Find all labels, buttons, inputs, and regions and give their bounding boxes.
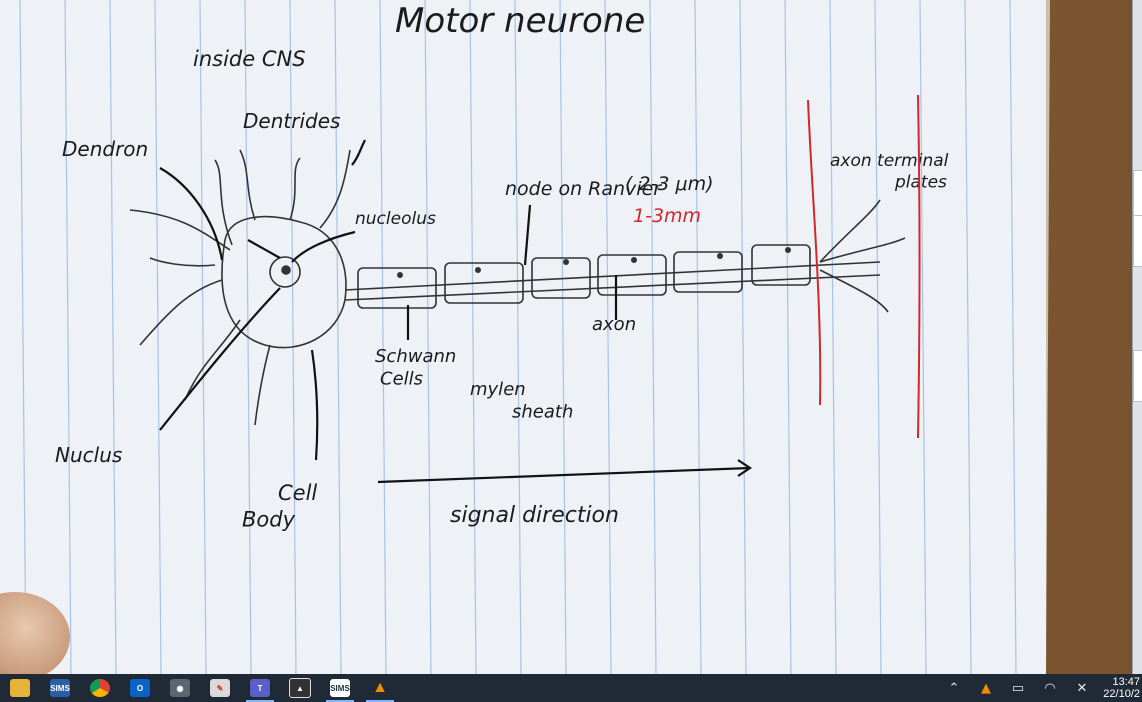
sims-icon: SIMS [50,679,70,697]
taskbar-sims-2[interactable]: SIMS [320,674,360,702]
clock[interactable]: 13:47 22/10/2 [1098,676,1142,700]
taskbar-vlc[interactable]: ▲ [360,674,400,702]
mute-icon[interactable]: ✕ [1076,680,1088,696]
vlc-icon: ▲ [372,679,388,696]
label-gap-size: ( 2-3 μm) [625,173,714,195]
chrome-icon [90,679,110,697]
label-nucleus: Nuclus [55,443,122,467]
taskbar-camera[interactable]: ◉ [160,674,200,702]
schwann-nuclei [397,247,791,278]
red-markers [807,94,921,439]
folder-icon [10,679,30,697]
background-thumb-3 [1133,350,1142,402]
taskbar-chrome[interactable] [80,674,120,702]
neuron-drawing [129,149,906,426]
taskbar: SIMS O ◉ ✎ T ▲ SIMS ▲ [0,674,1142,702]
page-title: Motor neurone [395,1,645,41]
notebook-photo: Motor neurone inside CNS Dendron Dentrid… [0,0,1136,674]
label-inside-cns: inside CNS [193,47,306,71]
label-node-of-ranvier: node on Ranvier [505,178,662,200]
clock-time: 13:47 [1112,676,1140,688]
label-nucleolus: nucleolus [355,209,436,229]
chevron-up-icon[interactable]: ⌃ [948,680,960,696]
background-thumb-2 [1133,215,1142,267]
wifi-icon[interactable]: ◠ [1044,680,1056,696]
label-axon: axon [592,314,636,335]
vlc-tray-icon[interactable]: ▲ [981,680,991,696]
camera-viewer: Motor neurone inside CNS Dendron Dentrid… [0,0,1142,674]
teams-icon: T [250,679,270,697]
battery-icon[interactable]: ▭ [1011,680,1025,696]
notebook-page [0,0,1050,674]
clock-date: 22/10/2 [1103,688,1140,700]
taskbar-paint[interactable]: ✎ [200,674,240,702]
outlook-icon: O [130,679,150,697]
background-window-edge [1132,0,1142,674]
system-tray: ⌃ ▲ ▭ ◠ ✕ 13:47 22/10/2 [938,674,1142,702]
sims-icon: SIMS [330,679,350,697]
taskbar-teams[interactable]: T [240,674,280,702]
label-internode-length: 1-3mm [633,205,701,227]
photos-icon: ▲ [289,678,311,698]
taskbar-outlook[interactable]: O [120,674,160,702]
taskbar-sims[interactable]: SIMS [40,674,80,702]
label-dentrides: Dentrides [243,109,340,133]
ruled-lines [19,0,1017,674]
camera-icon: ◉ [170,679,190,697]
paint-icon: ✎ [210,679,230,697]
label-dendron: Dendron [62,137,148,161]
label-signal-direction: signal direction [450,503,619,528]
taskbar-file-explorer[interactable] [0,674,40,702]
taskbar-photos[interactable]: ▲ [280,674,320,702]
pointer-arrows [159,139,752,484]
